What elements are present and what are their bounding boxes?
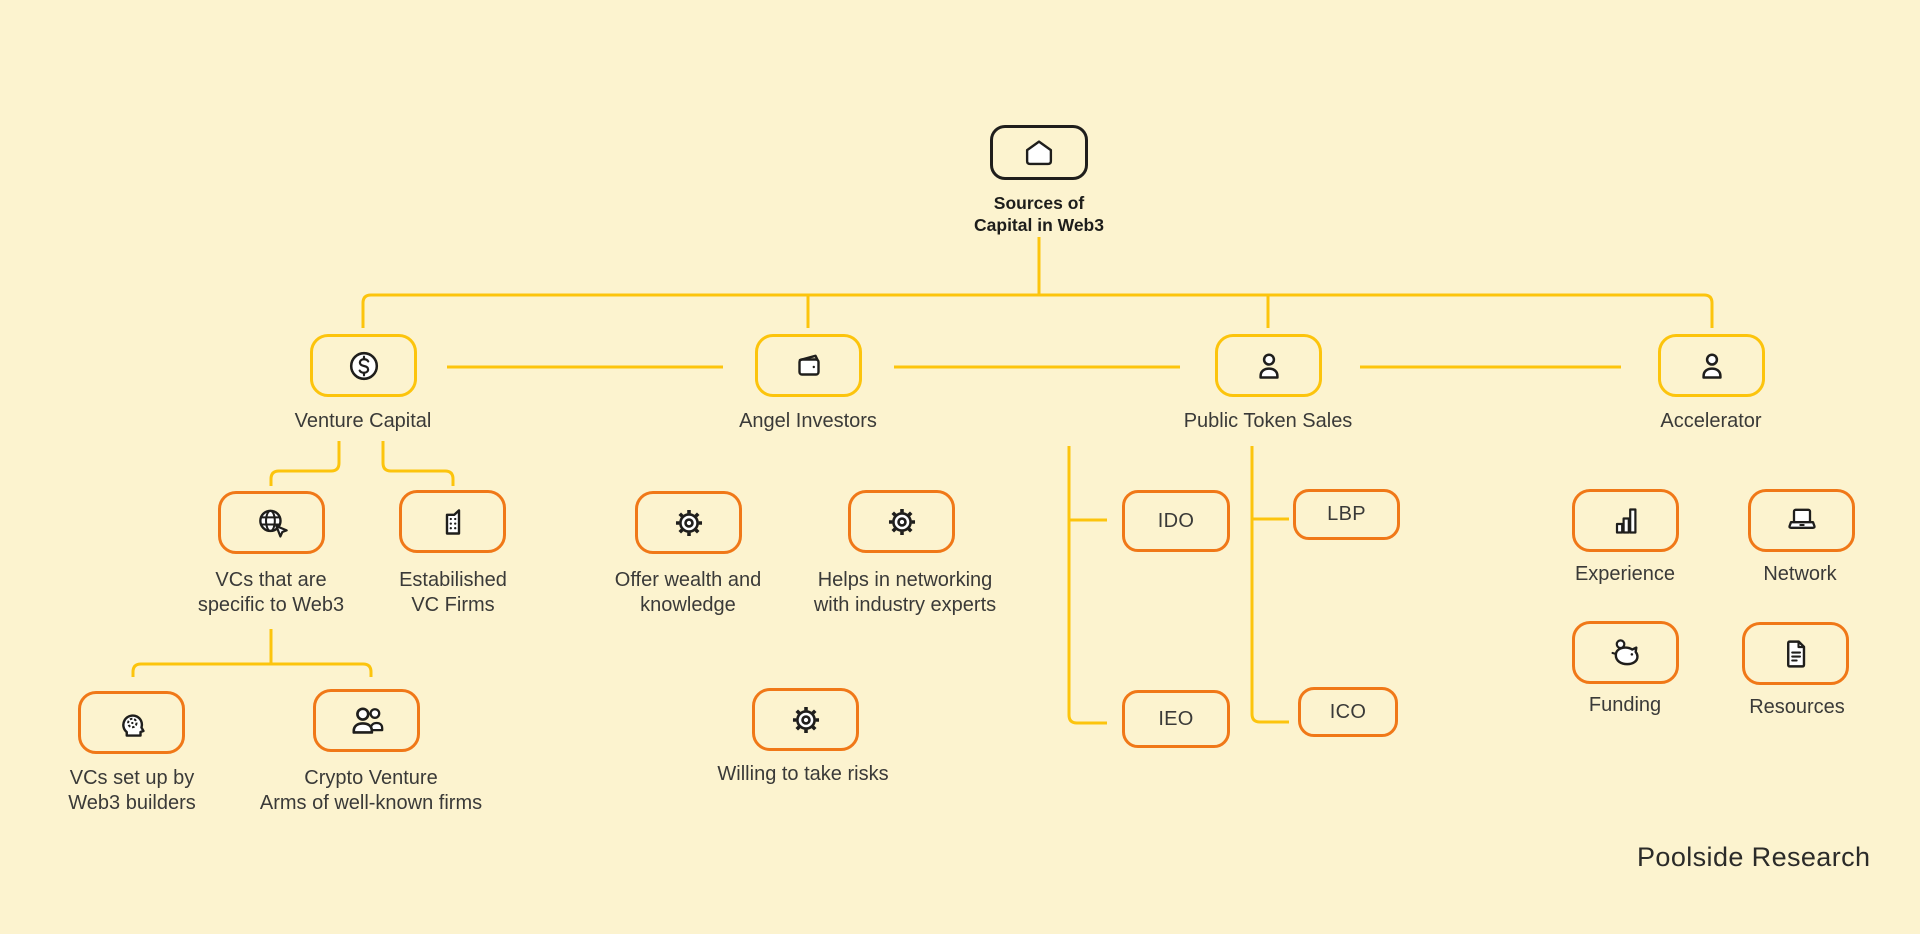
label-line: knowledge <box>640 594 736 616</box>
person-icon <box>1258 352 1279 379</box>
people-icon <box>351 706 383 734</box>
label-line: VCs that are <box>215 569 327 591</box>
label-line: with industry experts <box>813 594 997 616</box>
branch-label-accelerator: Accelerator <box>1660 410 1762 432</box>
gear-icon <box>792 706 819 733</box>
pill-label: IDO <box>1157 509 1195 532</box>
globe-cursor-icon <box>258 509 288 538</box>
node-label-vcs-setup: VCs set up by Web3 builders <box>68 766 195 816</box>
label-line: Estabilished <box>399 569 507 591</box>
label-line: Arms of well-known firms <box>259 792 483 814</box>
node-ieo: IEO <box>1122 690 1230 748</box>
laptop-icon <box>1787 508 1816 529</box>
node-label-resources: Resources <box>1749 696 1845 718</box>
pill-label: ICO <box>1329 700 1367 723</box>
gear-icon <box>888 508 915 535</box>
node-label-willing-risks: Willing to take risks <box>717 763 889 785</box>
label-line: VC Firms <box>411 594 495 616</box>
connector-vcsweb3-bar <box>131 662 373 677</box>
person-icon <box>1701 352 1722 379</box>
bottom-strip <box>0 934 1920 940</box>
node-experience <box>1572 489 1679 552</box>
node-established-vc-firms <box>399 490 506 553</box>
node-ido: IDO <box>1122 490 1230 552</box>
connector-vc-left-elbow <box>269 441 341 486</box>
label-line: Offer wealth and <box>614 569 762 591</box>
head-gear-icon <box>121 713 145 737</box>
watermark-poolside-research: Poolside Research <box>1637 842 1871 872</box>
node-label-crypto-venture-arms: Crypto Venture Arms of well-known firms <box>260 766 482 816</box>
connector-bus <box>361 293 1714 328</box>
node-vcs-setup-web3-builders <box>78 691 185 754</box>
node-funding <box>1572 621 1679 684</box>
connector-pts-right-rail <box>1250 446 1289 724</box>
branch-label-venture-capital: Venture Capital <box>294 410 432 432</box>
gear-icon <box>675 509 702 536</box>
branch-label-angel-investors: Angel Investors <box>739 410 877 432</box>
dollar-circle-icon <box>349 351 378 380</box>
node-public-token-sales <box>1215 334 1322 397</box>
node-label-offer-wealth: Offer wealth and knowledge <box>615 568 761 618</box>
root-node <box>990 125 1088 180</box>
node-offer-wealth <box>635 491 742 554</box>
title-line-1: Sources of <box>993 193 1085 213</box>
node-resources <box>1742 622 1849 685</box>
label-line: VCs set up by <box>69 767 195 789</box>
node-label-helps-networking: Helps in networking with industry expert… <box>814 568 996 618</box>
connector-vc-right-elbow <box>381 441 455 486</box>
title-line-2: Capital in Web3 <box>974 215 1104 235</box>
wallet-icon <box>797 354 820 376</box>
document-icon <box>1786 639 1805 668</box>
node-accelerator <box>1658 334 1765 397</box>
node-ico: ICO <box>1298 687 1398 737</box>
node-label-vcs-specific-web3: VCs that are specific to Web3 <box>198 568 344 618</box>
label-line: Web3 builders <box>68 792 196 814</box>
connector-pts-left-rail <box>1067 446 1107 725</box>
node-label-experience: Experience <box>1574 563 1676 585</box>
label-line: Helps in networking <box>817 569 993 591</box>
label-line: Crypto Venture <box>304 767 438 789</box>
node-vcs-specific-web3 <box>218 491 325 554</box>
node-crypto-venture-arms <box>313 689 420 752</box>
node-angel-investors <box>755 334 862 397</box>
node-lbp: LBP <box>1293 489 1400 540</box>
node-willing-risks <box>752 688 859 751</box>
branch-label-public-token-sales: Public Token Sales <box>1183 410 1353 432</box>
node-label-funding: Funding <box>1588 694 1662 716</box>
pill-label: IEO <box>1158 707 1194 730</box>
pill-label: LBP <box>1327 503 1366 525</box>
node-network <box>1748 489 1855 552</box>
bar-chart-icon <box>1615 507 1637 534</box>
node-label-established-vc-firms: Estabilished VC Firms <box>399 568 507 618</box>
node-helps-networking <box>848 490 955 553</box>
node-label-network: Network <box>1763 563 1837 585</box>
home-icon <box>1025 139 1053 165</box>
piggy-bank-icon <box>1611 638 1639 665</box>
node-venture-capital <box>310 334 417 397</box>
building-icon <box>445 508 460 535</box>
label-line: specific to Web3 <box>197 594 345 616</box>
page-title: Sources of Capital in Web3 <box>974 192 1104 236</box>
